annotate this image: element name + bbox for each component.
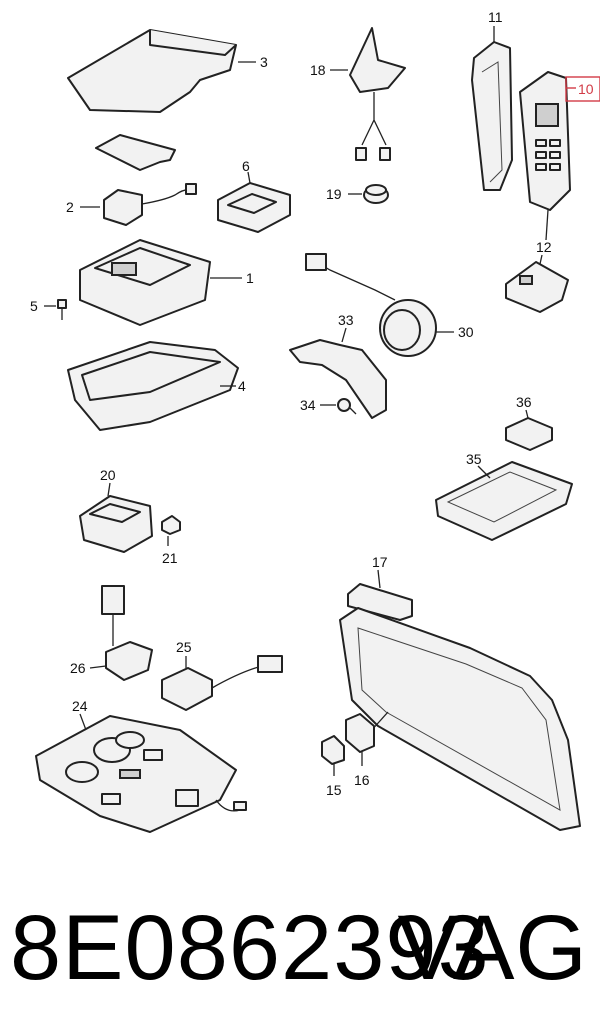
part-30-speaker [305, 253, 454, 357]
callout-16: 16 [354, 772, 370, 788]
part-mounting-plate [95, 134, 176, 171]
callout-3: 3 [260, 54, 268, 70]
exploded-parts-diagram: 3 2 6 1 5 4 [30, 9, 600, 833]
callout-21: 21 [162, 550, 178, 566]
callout-24: 24 [72, 698, 88, 714]
part-33-bracket [289, 327, 387, 419]
part-11-handset-cradle [471, 26, 513, 191]
part-2-module [80, 183, 197, 226]
part-12-card [505, 254, 569, 313]
callout-26: 26 [70, 660, 86, 676]
part-number-label: 8E0862393 [10, 897, 490, 999]
callout-12: 12 [536, 239, 552, 255]
part-26-connector-bracket [89, 585, 153, 681]
callout-36: 36 [516, 394, 532, 410]
part-24-overhead-console [35, 713, 247, 833]
part-16-clip [345, 713, 375, 766]
part-1-main-unit [79, 239, 242, 326]
callout-35: 35 [466, 451, 482, 467]
part-window-frame [339, 607, 581, 831]
callout-11: 11 [488, 9, 503, 25]
part-6-control-unit [217, 171, 291, 233]
part-19-grommet [348, 184, 389, 204]
callout-1: 1 [246, 270, 254, 286]
part-3-tray-cover [67, 29, 256, 113]
part-10-handset [519, 71, 600, 241]
callout-17: 17 [372, 554, 388, 570]
part-5-screw [44, 299, 67, 320]
callout-20: 20 [100, 467, 116, 483]
callout-25: 25 [176, 639, 192, 655]
callout-10: 10 [578, 81, 594, 97]
part-34-screw [320, 398, 357, 415]
callout-19: 19 [326, 186, 342, 202]
callout-33: 33 [338, 312, 354, 328]
part-21-cap [161, 515, 181, 546]
part-15-clip [321, 735, 345, 776]
callout-4: 4 [238, 378, 246, 394]
part-4-housing [67, 341, 239, 431]
callout-15: 15 [326, 782, 342, 798]
callout-6: 6 [242, 158, 250, 174]
part-36-connector [505, 409, 553, 451]
callout-5: 5 [30, 298, 38, 314]
part-25-module [161, 655, 283, 711]
callout-2: 2 [66, 199, 74, 215]
part-17-handle [347, 569, 413, 621]
brand-label: VAG [397, 897, 588, 999]
part-20-switch-block [79, 482, 153, 553]
callout-18: 18 [310, 62, 326, 78]
callout-30: 30 [458, 324, 474, 340]
part-35-mounting-frame [435, 461, 573, 541]
callout-34: 34 [300, 397, 316, 413]
part-18-antenna [330, 27, 406, 161]
